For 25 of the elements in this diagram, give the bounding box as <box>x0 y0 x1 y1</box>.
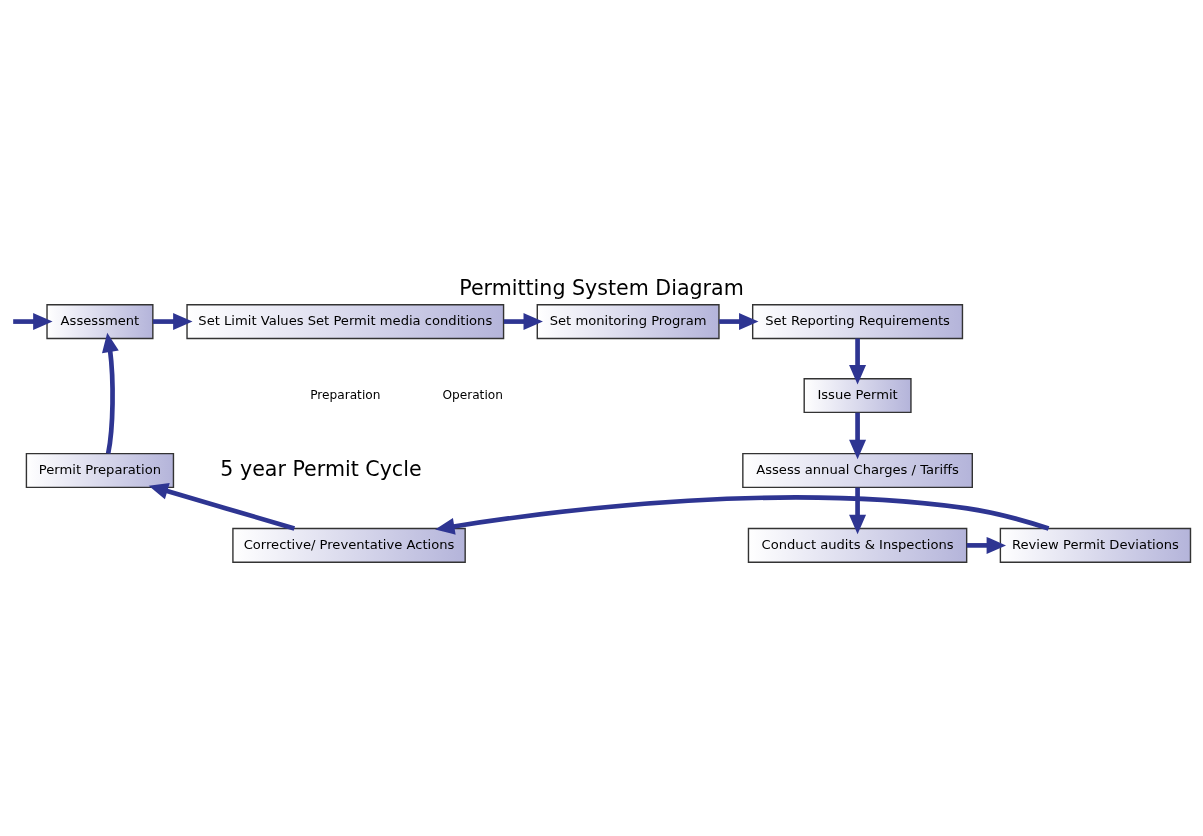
arrow <box>102 332 119 454</box>
diagram-title: Permitting System Diagram <box>459 275 744 300</box>
node-box: Issue Permit <box>803 377 912 413</box>
arrow <box>148 482 296 531</box>
node-box: Permit Preparation <box>25 452 175 488</box>
node-box: Corrective/ Preventative Actions <box>232 527 466 563</box>
label: Preparation <box>310 387 381 402</box>
arrow <box>719 312 759 330</box>
node-box: Review Permit Deviations <box>999 527 1192 563</box>
node-box: Set Reporting Requirements <box>751 303 964 339</box>
arrow <box>503 312 543 330</box>
arrow <box>152 312 193 330</box>
node-box: Assessment <box>46 303 154 339</box>
label: 5 year Permit Cycle <box>220 456 422 481</box>
arrow <box>13 312 53 330</box>
node-box: Conduct audits & Inspections <box>747 527 968 563</box>
arrow <box>966 536 1007 554</box>
node-box: Set Limit Values Set Permit media conditions <box>186 303 505 339</box>
arrow <box>849 338 867 384</box>
arrow <box>435 494 1050 535</box>
node-box: Assess annual Charges / Tariffs <box>742 452 973 488</box>
label: Operation <box>442 387 503 402</box>
arrow <box>849 487 867 534</box>
node-box: Set monitoring Program <box>536 303 720 339</box>
arrow <box>849 412 867 459</box>
